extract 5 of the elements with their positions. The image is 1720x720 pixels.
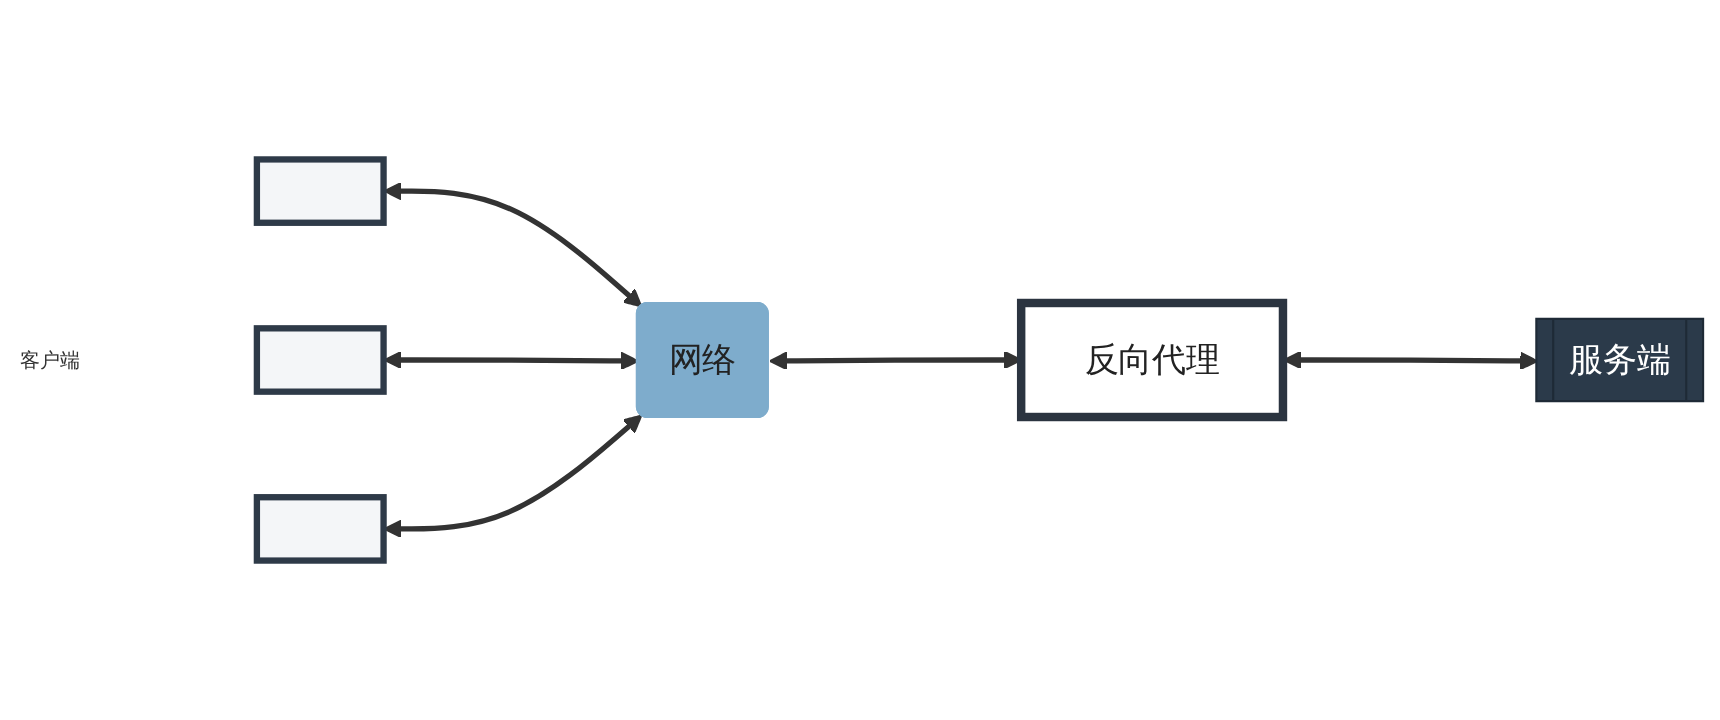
node-box: 反向代理 <box>1016 298 1288 422</box>
node-box <box>253 325 387 395</box>
node-box <box>253 494 387 564</box>
node-box <box>253 156 387 226</box>
label-text: 客户端 <box>20 346 81 374</box>
